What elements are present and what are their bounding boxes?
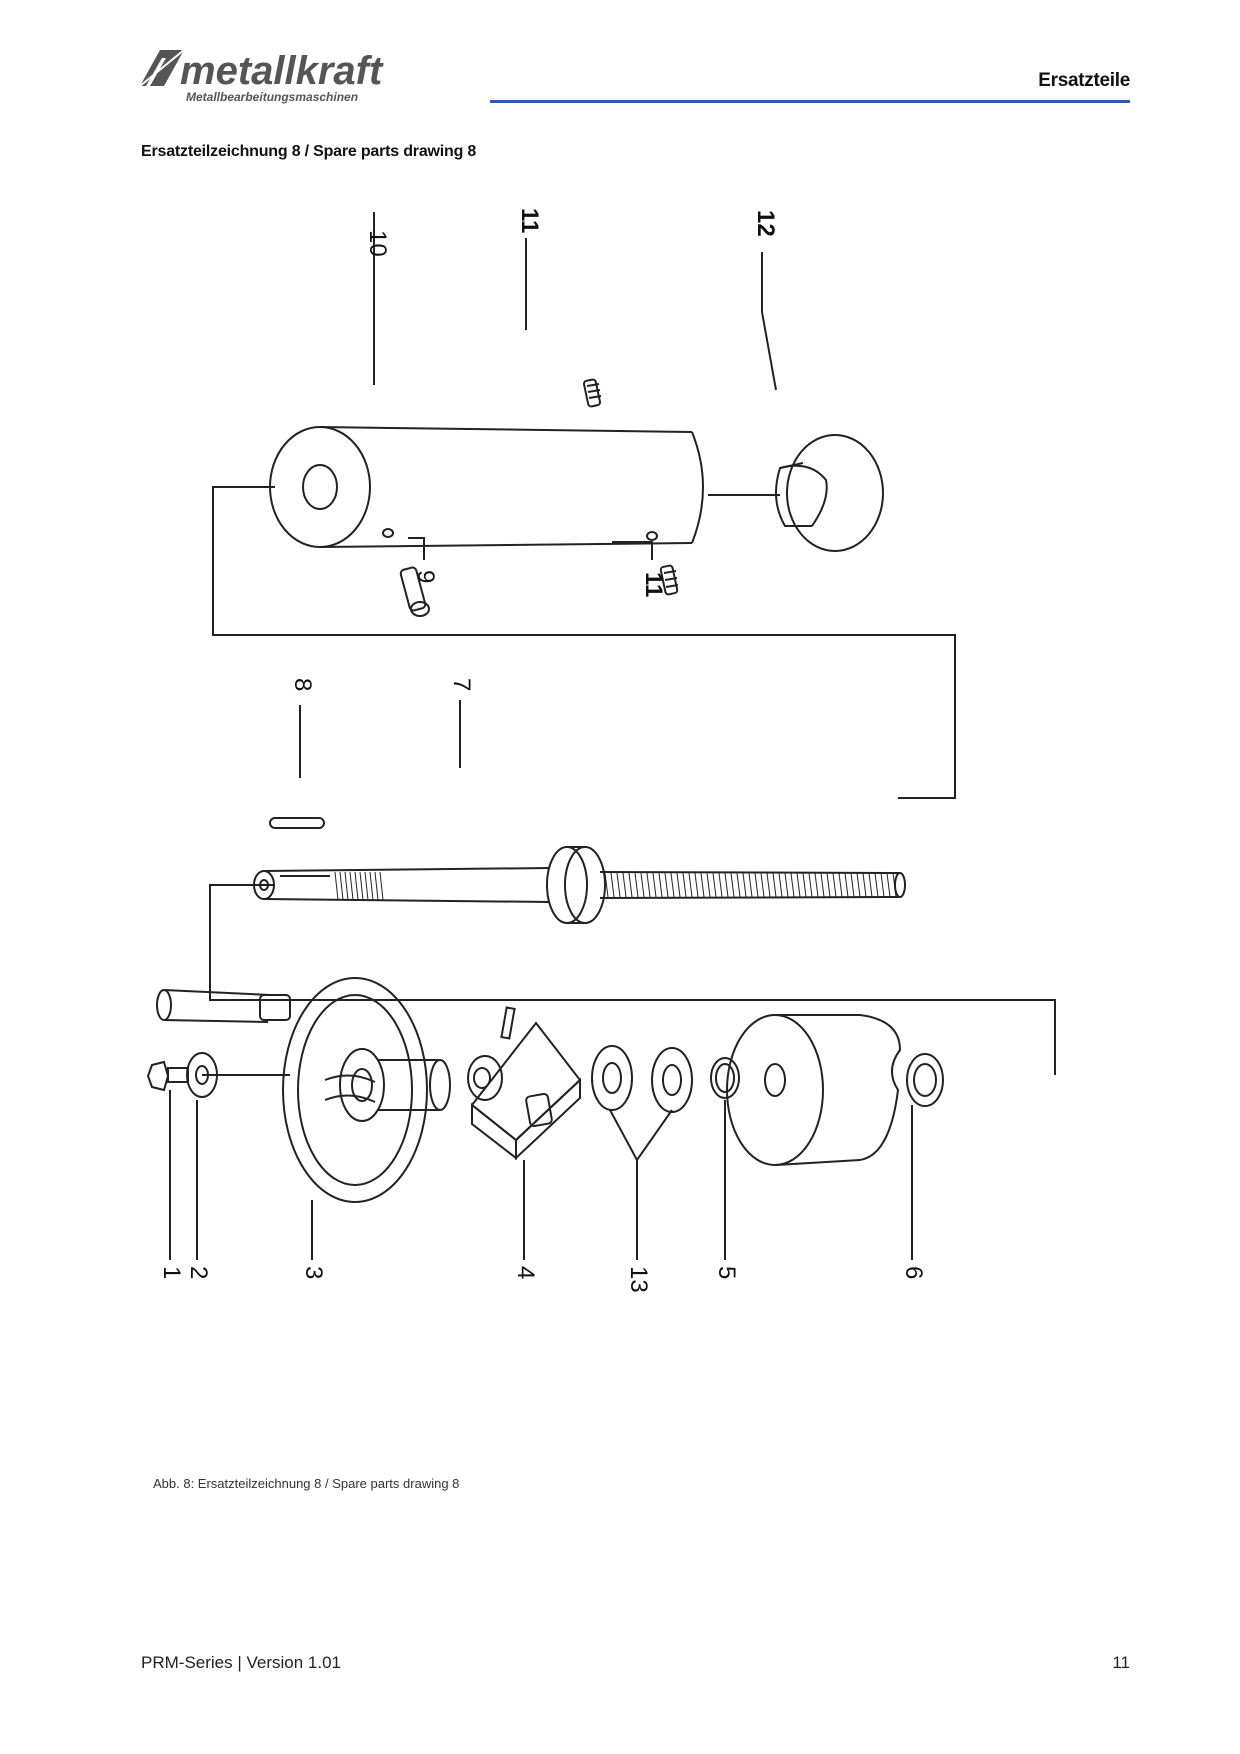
part-9-bolt	[399, 566, 430, 617]
metallkraft-logo: metallkraft Metallbearbeitungsmaschinen	[140, 49, 384, 104]
part-11-screw-upper	[582, 378, 602, 408]
part-label-13: 13	[625, 1266, 652, 1293]
part-label-11-upper: 11	[516, 208, 543, 233]
part-label-1: 1	[158, 1266, 185, 1279]
spare-parts-drawing: 10 11 12 9 11 8 7 1 2 3 4 13 5 6	[146, 208, 1056, 1293]
part-2-washer	[186, 1052, 290, 1098]
footer-page-number: 11	[1112, 1653, 1130, 1672]
part-3-handwheel	[156, 977, 451, 1203]
part-label-5: 5	[713, 1266, 740, 1279]
part-6-ring	[906, 1053, 944, 1107]
part-label-7: 7	[448, 678, 475, 691]
leader-13-fork	[609, 1109, 673, 1162]
part-label-12: 12	[752, 210, 779, 237]
part-7-spindle	[253, 846, 906, 924]
spindle-thread-left	[334, 871, 384, 901]
housing	[726, 1014, 902, 1166]
footer-doc-version: PRM-Series | Version 1.01	[141, 1653, 341, 1672]
part-label-2: 2	[185, 1266, 212, 1279]
part-8-key	[269, 817, 325, 829]
brand-name: metallkraft	[180, 49, 384, 93]
part-13-nuts	[591, 1045, 693, 1113]
header-section-title: Ersatzteile	[1038, 70, 1130, 91]
part-label-3: 3	[300, 1266, 327, 1279]
leader-12	[761, 252, 777, 391]
part-5-ring	[710, 1057, 740, 1099]
part-label-9: 9	[412, 570, 439, 583]
leader-9	[408, 537, 425, 560]
figure-caption: Abb. 8: Ersatzteilzeichnung 8 / Spare pa…	[153, 1476, 460, 1491]
assembly-line-1	[212, 486, 956, 799]
part-11-screw-lower	[659, 564, 679, 596]
part-10-cylinder	[269, 426, 704, 548]
header-rule	[490, 100, 1130, 103]
part-label-8: 8	[289, 678, 316, 691]
spindle-thread-right	[604, 872, 897, 898]
leader-11-lower	[612, 541, 653, 560]
part-4-block	[467, 1006, 582, 1161]
part-12-cap	[775, 434, 884, 552]
part-label-6: 6	[900, 1266, 927, 1279]
assembly-line-2	[209, 884, 1056, 1075]
page-title: Ersatzteilzeichnung 8 / Spare parts draw…	[141, 143, 477, 160]
brand-tagline: Metallbearbeitungsmaschinen	[186, 90, 358, 104]
part-1-bolt	[146, 1060, 189, 1092]
part-label-10: 10	[364, 230, 391, 257]
logo-mark-icon	[140, 49, 185, 87]
part-label-11-lower: 11	[640, 572, 667, 597]
part-label-4: 4	[512, 1266, 539, 1279]
